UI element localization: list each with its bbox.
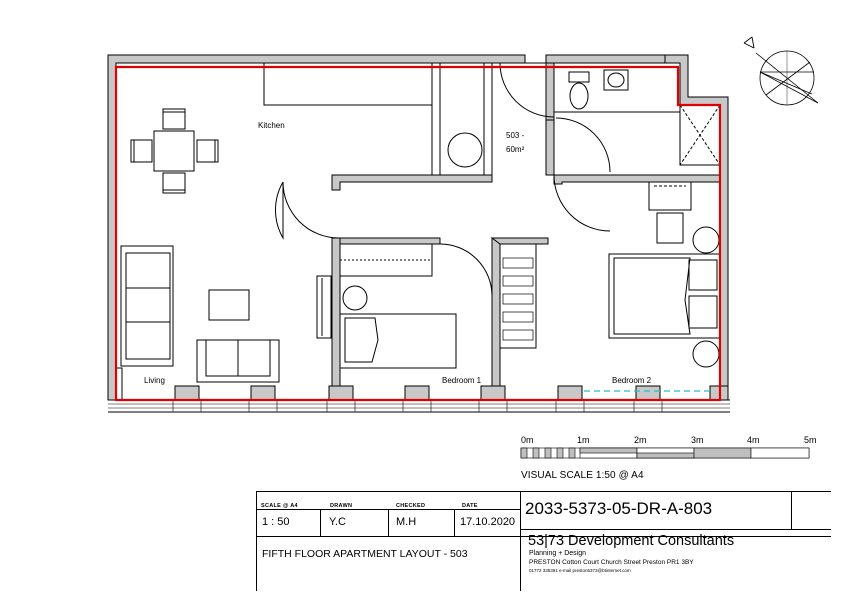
title-block: SCALE @ A4 DRAWN CHECKED DATE 1 : 50 Y.C… [256, 491, 831, 591]
room-label-bedroom1: Bedroom 1 [442, 376, 482, 385]
scale-tick-2: 2m [634, 435, 647, 445]
scale-tick-0: 0m [521, 435, 534, 445]
window-pier-base [478, 399, 508, 413]
company-name: 53|73 Development Consultants [528, 533, 735, 549]
wardrobe [499, 243, 537, 349]
exterior-wall [107, 54, 526, 401]
window-pier [635, 385, 661, 401]
visual-scale-bar [520, 447, 810, 459]
window-pier [328, 385, 354, 401]
window-pier-base [248, 399, 278, 413]
exterior-wall [545, 54, 666, 121]
door-swing [553, 174, 611, 232]
window-pier-base [633, 399, 663, 413]
scale-tick-1: 1m [577, 435, 590, 445]
basin [603, 69, 629, 91]
unit-label: 503 - [506, 131, 525, 140]
coffee-table [208, 289, 250, 321]
window-pier-base [326, 399, 356, 413]
toilet-cistern [568, 71, 590, 83]
checked-value: M.H [396, 516, 417, 528]
scale-tick-5: 5m [804, 435, 817, 445]
toilet-bowl [569, 82, 589, 110]
window-pier [174, 385, 200, 401]
date-value: 17.10.2020 [460, 516, 516, 528]
drawing-number: 2033-5373-05-DR-A-803 [525, 499, 713, 518]
north-arrow-icon [743, 36, 819, 106]
scale-tick-4: 4m [747, 435, 760, 445]
tv-unit [316, 275, 332, 339]
internal-wall [545, 119, 555, 176]
drawn-header: DRAWN [330, 503, 353, 509]
desk [648, 181, 692, 211]
bedside-table [342, 285, 368, 311]
washing-machine [447, 132, 483, 168]
checked-header: CHECKED [396, 503, 426, 509]
internal-wall [490, 237, 549, 245]
internal-wall [491, 237, 501, 387]
internal-wall [339, 237, 441, 245]
window-pier-base [402, 399, 432, 413]
bed [339, 313, 457, 369]
bedside-table [692, 340, 720, 368]
internal-wall [553, 174, 721, 185]
chair [656, 212, 684, 244]
window-pier [250, 385, 276, 401]
company-subtitle: Planning + Design [529, 550, 587, 557]
kitchen-counter [263, 62, 433, 106]
door-swing [282, 181, 340, 239]
company-contact: 01772 335391 e-mail preston5373@btintern… [529, 568, 631, 573]
chair [162, 108, 186, 130]
scale-tick-3: 3m [691, 435, 704, 445]
window-pier [404, 385, 430, 401]
project-title: FIFTH FLOOR APARTMENT LAYOUT - 503 [262, 548, 468, 560]
door-swing [274, 181, 284, 240]
door-swing [555, 117, 611, 173]
room-label-bedroom2: Bedroom 2 [612, 376, 652, 385]
dining-table [153, 130, 195, 172]
window-pier-base [172, 399, 202, 413]
apartment-boundary [114, 65, 722, 402]
door-swing [439, 243, 493, 297]
company-address: PRESTON Cotton Court Church Street Prest… [529, 559, 694, 566]
window-pier [557, 385, 583, 401]
scale-value: 1 : 50 [262, 516, 290, 528]
storage-cupboard [431, 62, 493, 176]
room-label-kitchen: Kitchen [258, 121, 285, 130]
window-pier-base [555, 399, 585, 413]
window-pier [480, 385, 506, 401]
bedside-table [692, 226, 720, 254]
scale-header: SCALE @ A4 [261, 503, 298, 509]
internal-wall [331, 237, 341, 387]
chair [130, 139, 153, 163]
room-label-living: Living [144, 376, 165, 385]
visual-scale-title: VISUAL SCALE 1:50 @ A4 [521, 470, 644, 481]
chair [196, 139, 219, 163]
internal-wall [331, 174, 493, 191]
drawn-value: Y.C [329, 516, 346, 528]
date-header: DATE [462, 503, 478, 509]
unit-area: 60m² [506, 145, 525, 154]
chair [162, 172, 186, 194]
door-swing [499, 62, 555, 118]
sofa [120, 245, 174, 367]
